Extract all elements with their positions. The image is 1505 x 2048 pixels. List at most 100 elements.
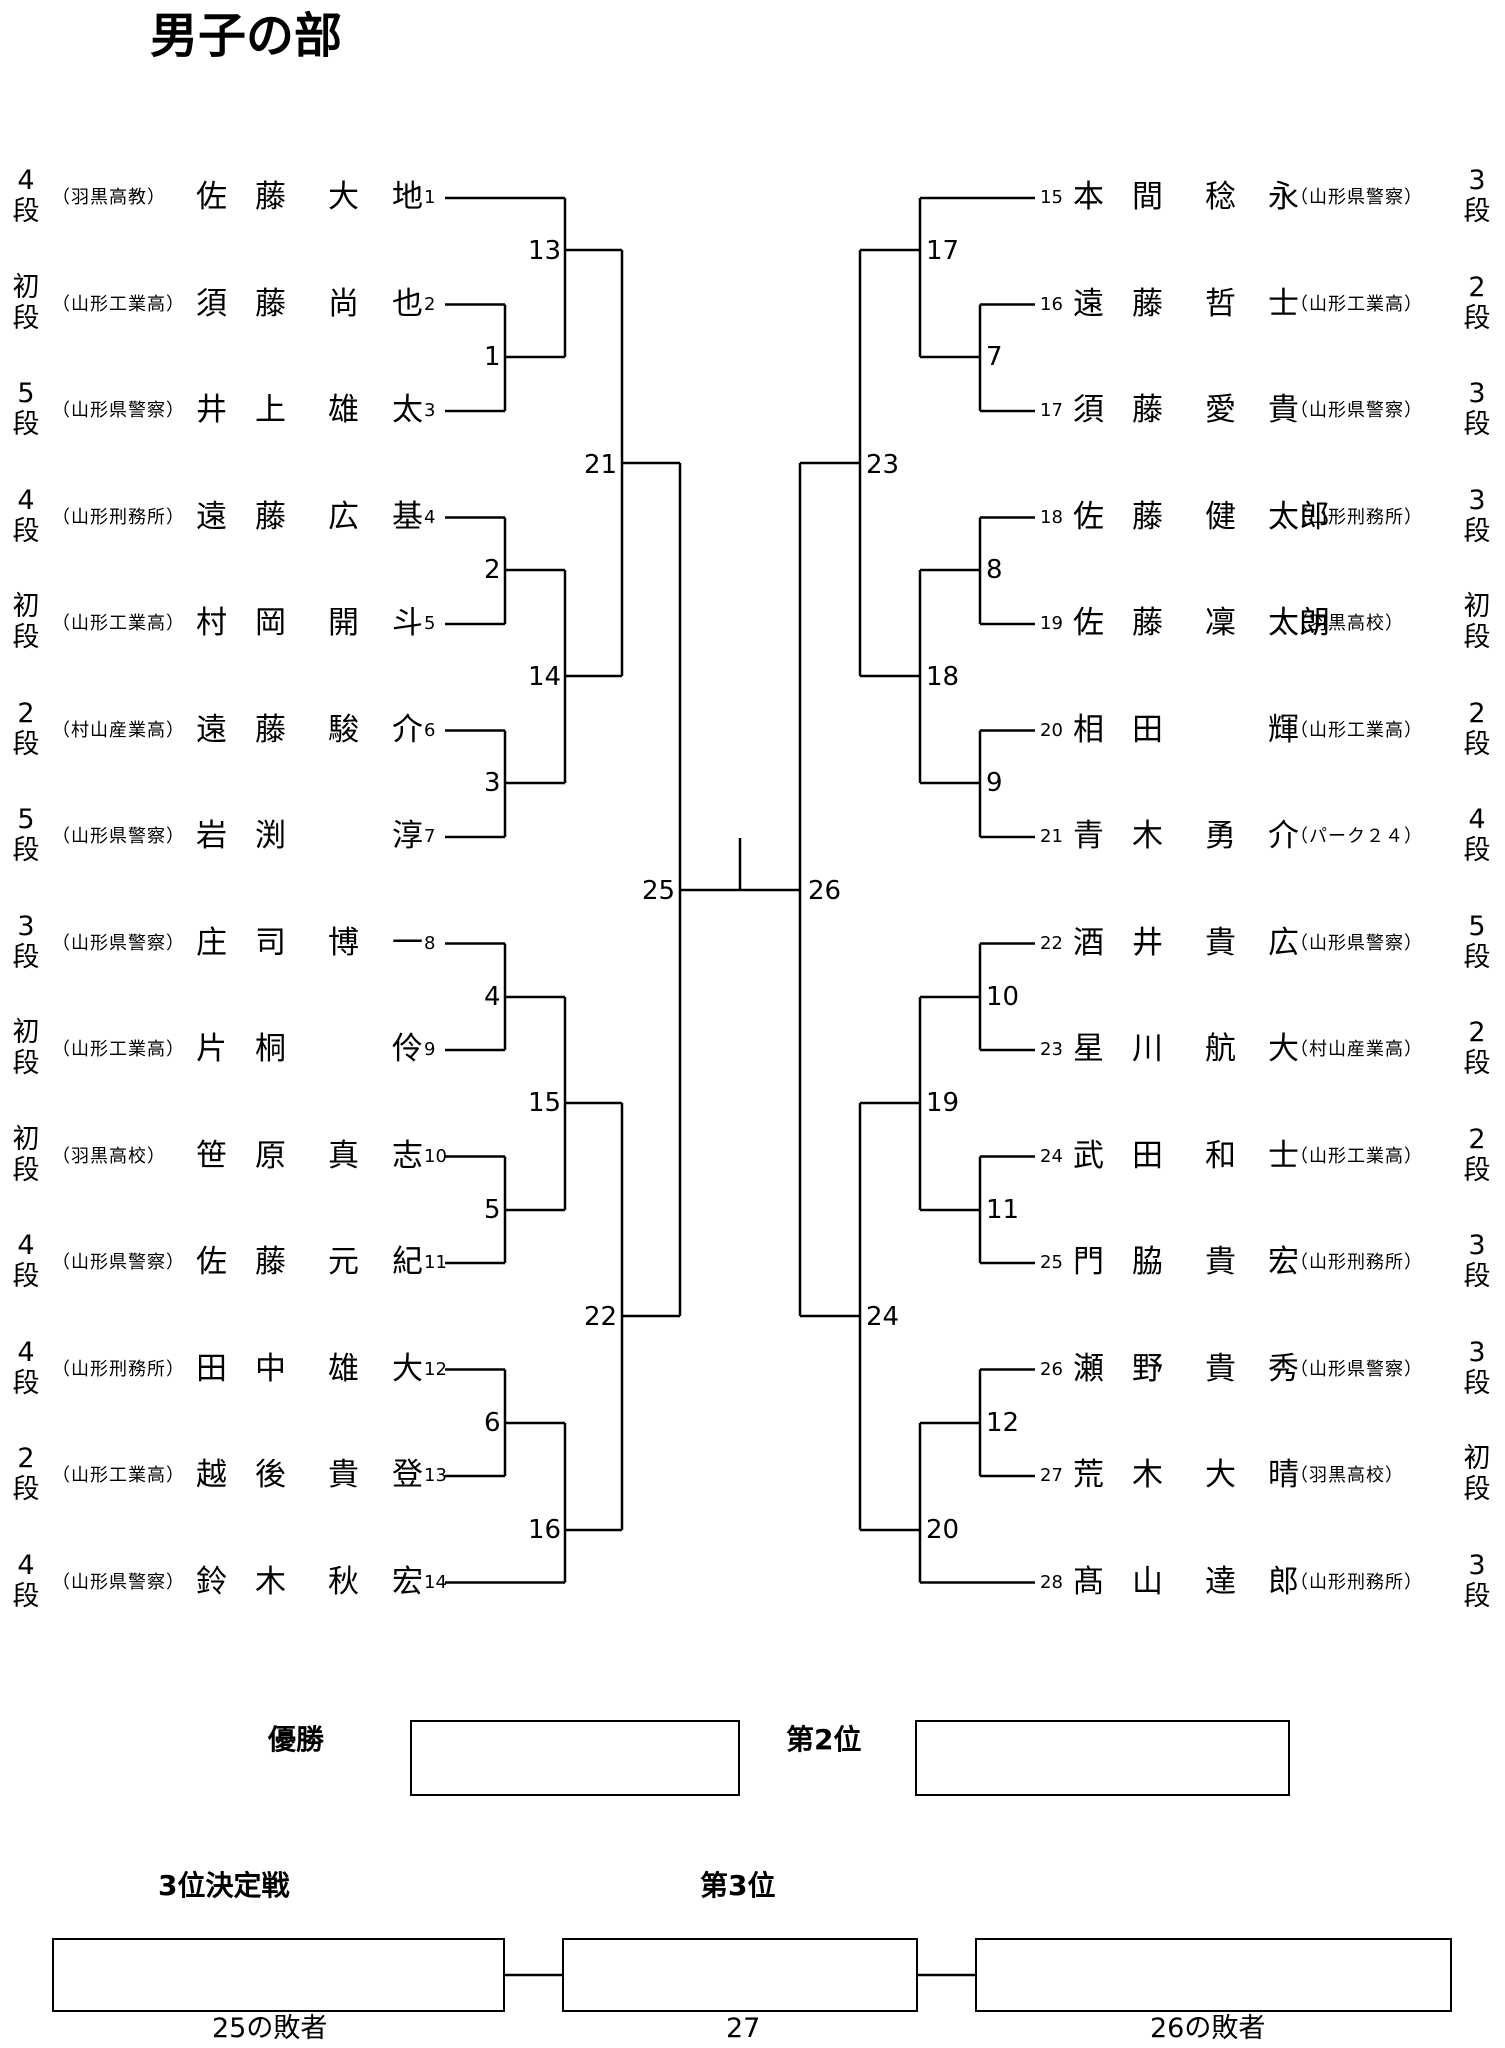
name-char: 士 [1268, 285, 1299, 322]
name-char: 晴 [1268, 1457, 1299, 1493]
match-number: 16 [528, 1515, 562, 1545]
affiliation-label: （山形県警察） [1290, 1358, 1423, 1380]
name-char: 原 [255, 1137, 286, 1174]
seed-number: 3 [424, 400, 436, 421]
name-char: 藤 [255, 179, 286, 215]
affiliation-label: （村山産業高） [1290, 1039, 1423, 1060]
name-char: 大 [392, 1350, 423, 1387]
name-char: 雄 [328, 1350, 359, 1387]
name-char: 郎 [1268, 1563, 1299, 1600]
affiliation-label: （山形工業高） [1290, 1145, 1423, 1167]
rank-label: 3 段 [1463, 378, 1491, 440]
match-27-box [562, 1938, 918, 2012]
name-char: 上 [255, 392, 286, 428]
rank-label: 3 段 [12, 910, 40, 973]
name-char: 田 [196, 1350, 227, 1387]
name-char: 藤 [255, 1244, 286, 1280]
name-char: 脇 [1132, 1244, 1163, 1280]
seed-number: 17 [1040, 400, 1063, 421]
name-char: 渕 [255, 818, 286, 854]
match-number: 5 [484, 1195, 501, 1225]
name-char: 瀬 [1073, 1350, 1104, 1387]
name-char: 志 [392, 1137, 423, 1174]
rank-label: 2 段 [1463, 1017, 1491, 1079]
name-char: 岩 [196, 818, 227, 854]
match-number: 10 [986, 982, 1020, 1012]
match-number: 24 [866, 1302, 900, 1332]
affiliation-label: （山形県警察） [52, 826, 185, 847]
name-char: 村 [196, 605, 227, 641]
name-char: 藤 [1132, 392, 1163, 428]
name-char: 開 [328, 605, 359, 641]
name-char: 雄 [328, 392, 359, 428]
affiliation-label: （山形工業高） [1290, 293, 1423, 315]
name-char: 井 [1132, 924, 1163, 961]
name-char: 秋 [328, 1563, 359, 1600]
name-char: 酒 [1073, 924, 1104, 961]
name-char: 佐 [1073, 605, 1104, 641]
name-char: 凜 [1205, 605, 1236, 641]
name-char: 太朗 [1268, 605, 1330, 641]
affiliation-label: （山形刑務所） [52, 506, 185, 528]
match-number: 6 [484, 1408, 501, 1438]
name-char: 貴 [328, 1457, 359, 1493]
seed-number: 28 [1040, 1571, 1063, 1593]
name-char: 岡 [255, 605, 286, 641]
name-char: 貴 [1268, 392, 1299, 428]
seed-number: 11 [424, 1252, 447, 1273]
rank-label: 初 段 [1463, 1443, 1491, 1505]
affiliation-label: （羽黒高校） [1290, 613, 1404, 634]
affiliation-label: （山形工業高） [52, 613, 185, 634]
rank-label: 4 段 [12, 1336, 40, 1399]
affiliation-label: （羽黒高教） [52, 187, 166, 208]
name-char: 紀 [392, 1244, 423, 1280]
seed-number: 18 [1040, 506, 1063, 528]
name-char: 也 [392, 285, 423, 322]
rank-label: 3 段 [1463, 1230, 1491, 1292]
winner-label: 優勝 [268, 1723, 325, 1756]
match-number: 13 [528, 236, 562, 266]
name-char: 愛 [1205, 392, 1236, 428]
name-char: 荒 [1073, 1457, 1104, 1493]
rank-label: 2 段 [1463, 1123, 1491, 1186]
rank-label: 3 段 [1463, 1336, 1491, 1399]
name-char: 佐 [1073, 498, 1104, 535]
name-char: 間 [1132, 179, 1163, 215]
match-number: 12 [986, 1408, 1020, 1438]
match-number: 19 [926, 1088, 960, 1118]
seed-number: 9 [424, 1039, 436, 1060]
rank-label: 4 段 [12, 1230, 40, 1292]
match-number: 26 [808, 876, 842, 906]
name-char: 大 [1268, 1031, 1299, 1067]
rank-label: 2 段 [1463, 271, 1491, 334]
second-place-label: 第2位 [786, 1723, 862, 1756]
match-number: 14 [528, 662, 562, 692]
match-number: 11 [986, 1195, 1020, 1225]
affiliation-label: （山形刑務所） [1290, 1571, 1423, 1593]
seed-number: 22 [1040, 932, 1063, 954]
name-char: 越 [196, 1457, 227, 1493]
affiliation-label: （山形工業高） [1290, 719, 1423, 741]
seed-number: 14 [424, 1571, 447, 1593]
name-char: 航 [1205, 1031, 1236, 1067]
name-char: 野 [1132, 1350, 1163, 1387]
name-char: 山 [1132, 1563, 1163, 1600]
name-char: 永 [1268, 179, 1299, 215]
name-char: 斗 [392, 605, 423, 641]
winner-box [410, 1720, 740, 1796]
affiliation-label: （山形県警察） [52, 932, 185, 954]
seed-number: 8 [424, 932, 436, 954]
affiliation-label: （山形県警察） [1290, 400, 1423, 421]
match-number: 20 [926, 1515, 960, 1545]
loser-25-label: 25の敗者 [212, 2013, 328, 2044]
match-number: 22 [584, 1302, 618, 1332]
loser-26-box [975, 1938, 1452, 2012]
affiliation-label: （山形県警察） [52, 1252, 185, 1273]
name-char: 宏 [392, 1563, 423, 1600]
affiliation-label: （山形工業高） [52, 1039, 185, 1060]
seed-number: 16 [1040, 293, 1063, 315]
rank-label: 5 段 [1463, 910, 1491, 973]
name-char: 武 [1073, 1137, 1104, 1174]
name-char: 須 [1073, 392, 1104, 428]
